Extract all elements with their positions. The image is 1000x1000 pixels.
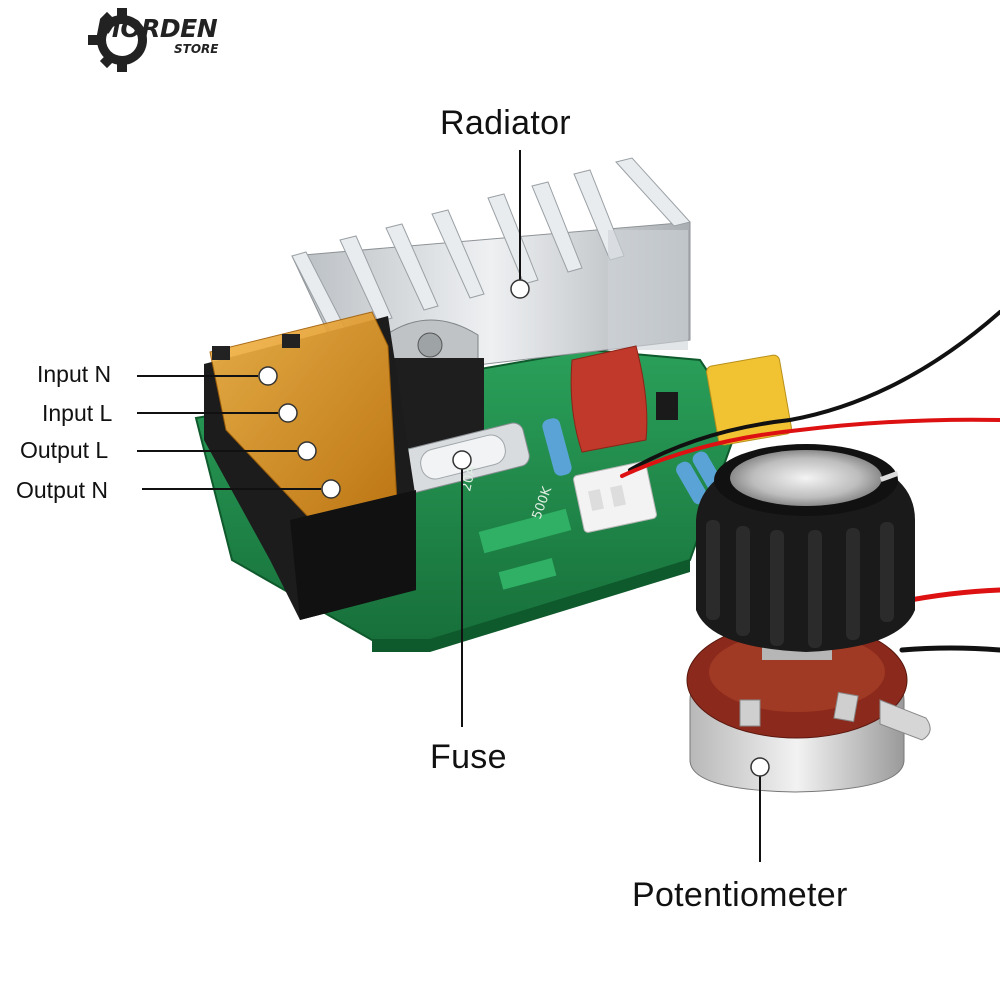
triac-component	[380, 319, 484, 448]
knob	[696, 444, 915, 652]
label-output-l: Output L	[20, 437, 109, 463]
callout-dots	[258, 279, 770, 777]
wires	[620, 310, 1000, 653]
callout-lines	[137, 150, 761, 862]
wire-connector	[573, 461, 657, 533]
label-input-n: Input N	[37, 361, 112, 387]
label-radiator: Radiator	[440, 104, 571, 142]
brand-name: MORDEN	[96, 14, 218, 43]
label-input-l: Input L	[42, 400, 113, 426]
label-potentiometer: Potentiometer	[632, 876, 848, 914]
potentiometer-component	[686, 621, 931, 793]
red-capacitor	[570, 345, 648, 453]
label-fuse: Fuse	[430, 738, 507, 776]
small-chip	[656, 392, 678, 420]
gear-icon	[88, 8, 147, 72]
brand-sub: STORE	[174, 42, 219, 56]
label-output-n: Output N	[16, 477, 109, 503]
brand-logo	[84, 4, 244, 74]
terminal-block	[204, 311, 416, 620]
fuse-rating-marking: 20A	[459, 465, 479, 493]
